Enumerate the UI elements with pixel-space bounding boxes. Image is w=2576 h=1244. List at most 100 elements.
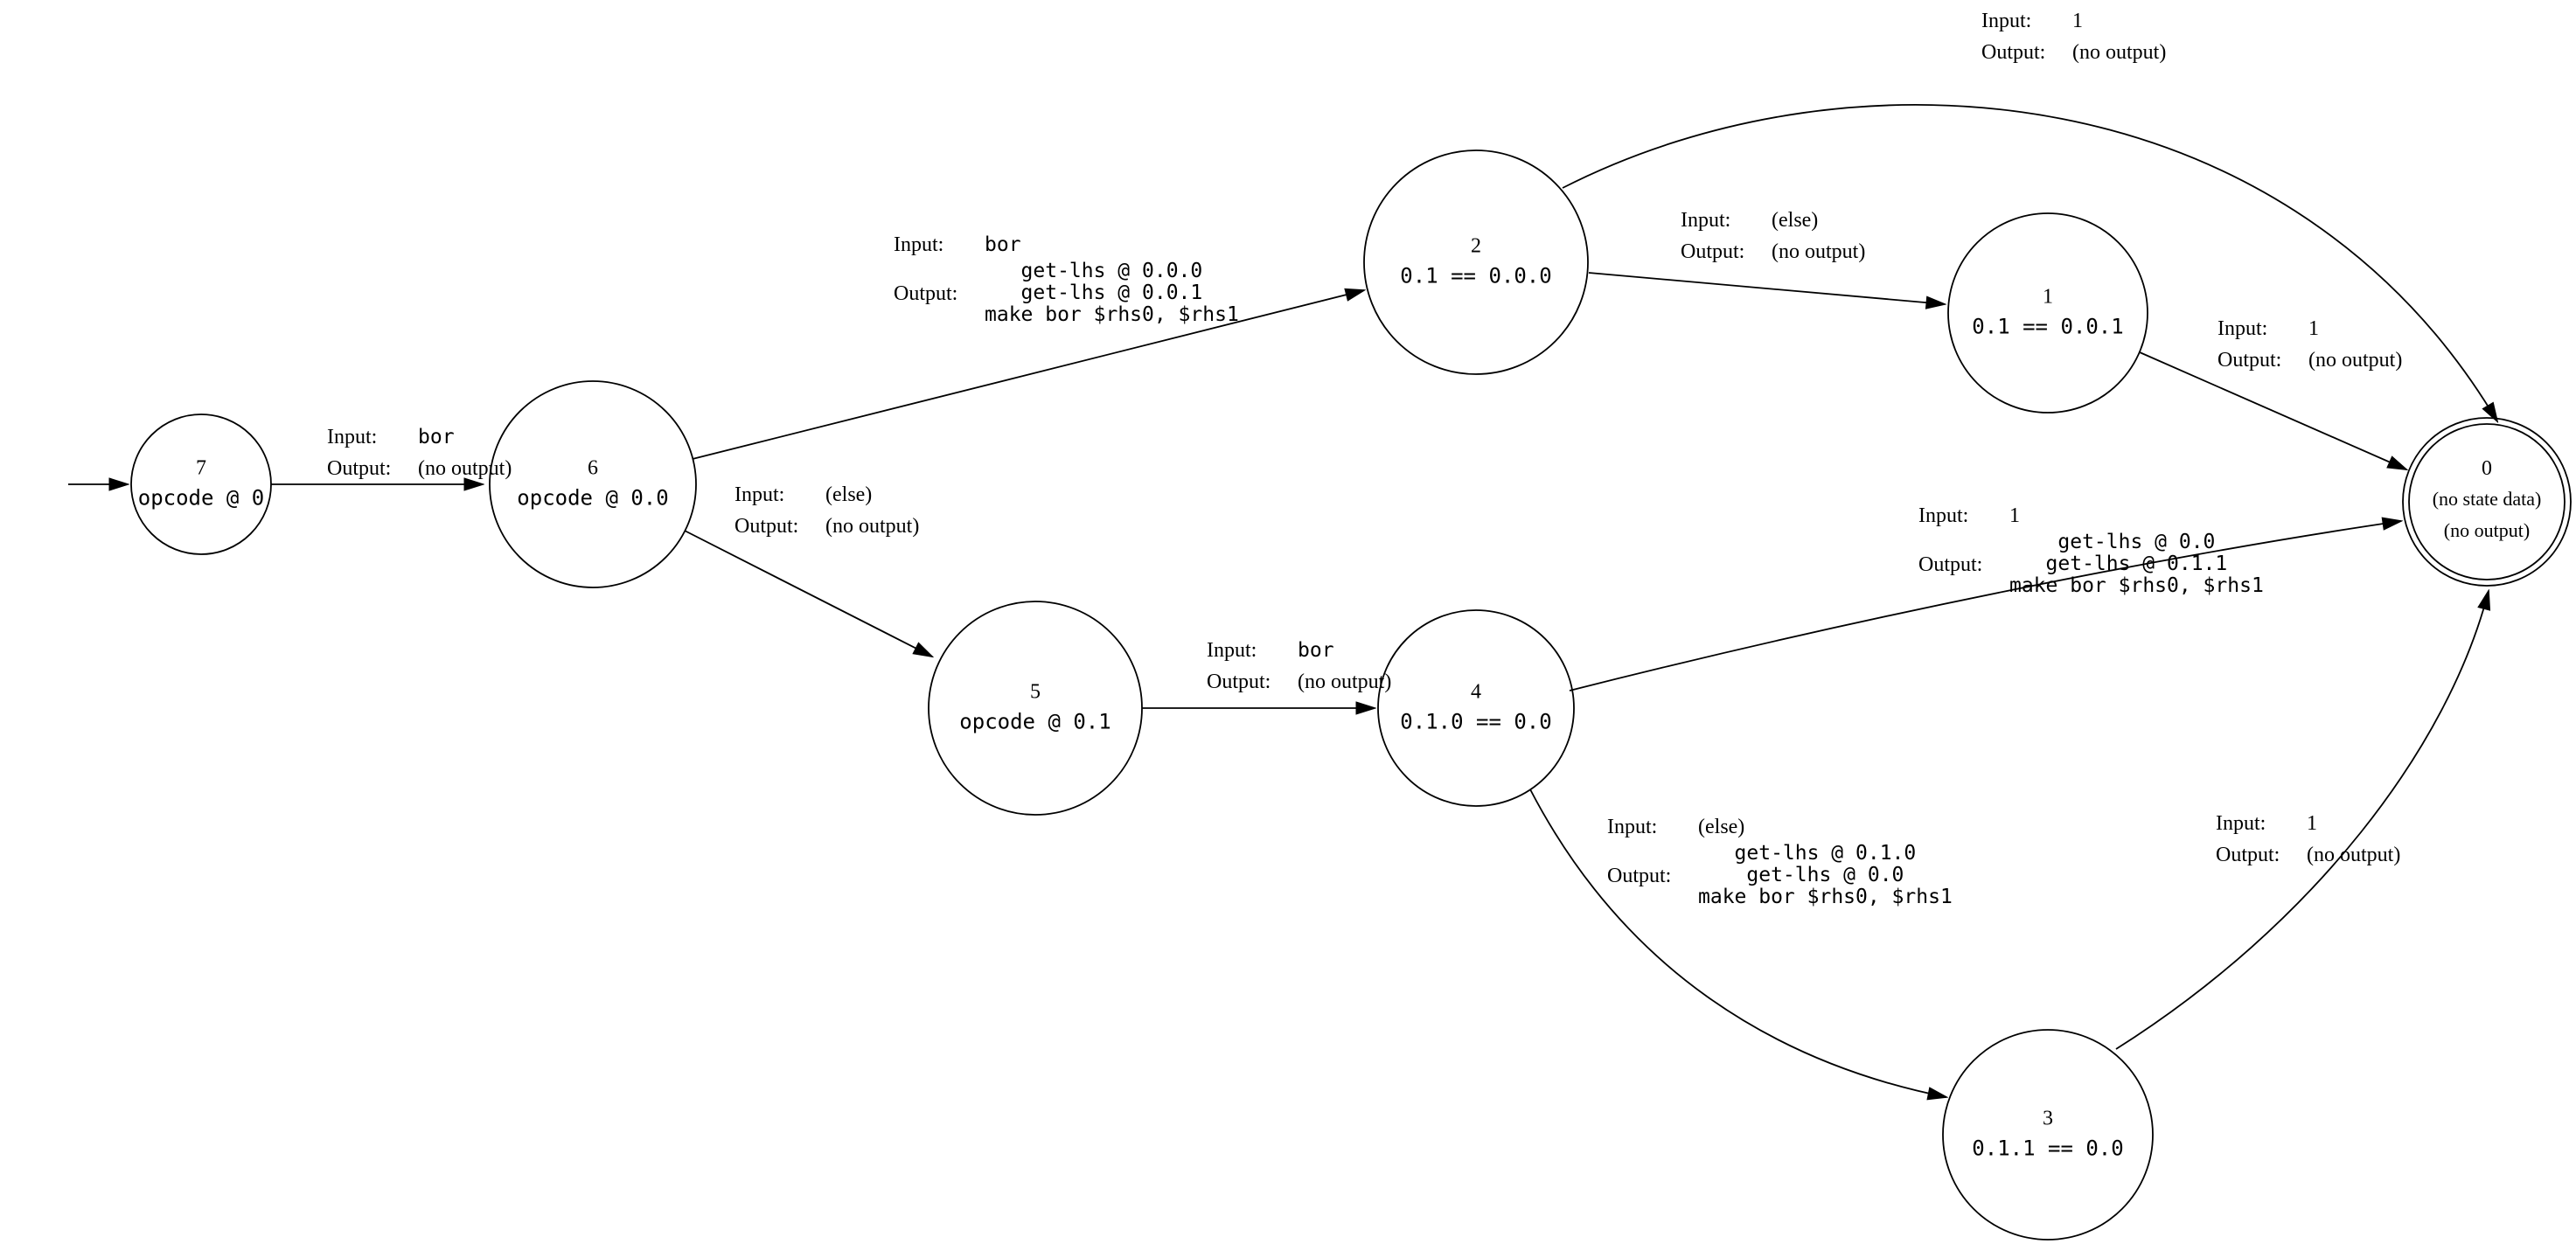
output-line: get-lhs @ 0.0.1 xyxy=(1020,281,1203,304)
output-value: (no output) xyxy=(418,457,512,480)
state-3-label: 0.1.1 == 0.0 xyxy=(1972,1136,2124,1161)
state-6: 6 opcode @ 0.0 xyxy=(517,454,668,513)
state-4: 4 0.1.0 == 0.0 xyxy=(1400,678,1551,737)
output-label: Output: xyxy=(735,515,799,538)
input-value: 1 xyxy=(2307,812,2317,835)
state-5: 5 opcode @ 0.1 xyxy=(959,678,1110,737)
input-value: 1 xyxy=(2009,504,2020,527)
edge-label-6-2: Input: bor Output: get-lhs @ 0.0.0 get-l… xyxy=(894,229,1239,326)
output-line: get-lhs @ 0.1.1 xyxy=(2045,553,2228,575)
input-label: Input: xyxy=(1681,209,1731,232)
input-value: bor xyxy=(985,233,1021,256)
output-values: get-lhs @ 0.1.0 get-lhs @ 0.0 make bor $… xyxy=(1698,843,1953,908)
edge-6-5-input-row: Input: (else) xyxy=(735,479,919,511)
edge-label-5-4: Input: bor Output: (no output) xyxy=(1207,635,1391,698)
edge-1-0 xyxy=(2139,351,2406,469)
edge-6-5-output-row: Output: (no output) xyxy=(735,511,919,542)
edge-1-0-input-row: Input: 1 xyxy=(2217,313,2402,344)
edge-label-3-0: Input: 1 Output: (no output) xyxy=(2216,808,2400,871)
output-value: (no output) xyxy=(1772,240,1866,263)
output-values: get-lhs @ 0.0 get-lhs @ 0.1.1 make bor $… xyxy=(2009,532,2264,597)
state-0-id: 0 xyxy=(2481,456,2492,480)
edge-5-4-input-row: Input: bor xyxy=(1207,635,1391,666)
output-value: (no output) xyxy=(2307,844,2401,866)
edge-label-2-1: Input: (else) Output: (no output) xyxy=(1681,205,1865,268)
input-value: 1 xyxy=(2308,317,2319,340)
state-7-id: 7 xyxy=(196,456,206,480)
edge-label-4-3: Input: (else) Output: get-lhs @ 0.1.0 ge… xyxy=(1607,811,1953,908)
edge-6-2-input-row: Input: bor xyxy=(894,229,1239,261)
state-5-id: 5 xyxy=(1029,680,1041,704)
output-label: Output: xyxy=(1981,41,2046,64)
state-1: 1 0.1 == 0.0.1 xyxy=(1972,282,2123,342)
input-label: Input: xyxy=(2216,812,2266,835)
state-2-circle xyxy=(1363,149,1589,375)
edge-6-2-output-row: Output: get-lhs @ 0.0.0 get-lhs @ 0.0.1 … xyxy=(894,261,1239,326)
output-line: get-lhs @ 0.0 xyxy=(1746,864,1904,886)
state-3-circle xyxy=(1942,1029,2154,1241)
state-1-id: 1 xyxy=(2042,285,2053,309)
output-value: (no output) xyxy=(1298,671,1392,693)
state-5-label: opcode @ 0.1 xyxy=(959,709,1111,734)
state-6-circle xyxy=(489,380,697,588)
output-label: Output: xyxy=(894,281,958,305)
input-label: Input: xyxy=(2217,317,2268,340)
output-values: get-lhs @ 0.0.0 get-lhs @ 0.0.1 make bor… xyxy=(985,261,1239,326)
edge-2-0 xyxy=(1562,104,2497,421)
edge-2-1-output-row: Output: (no output) xyxy=(1681,236,1865,268)
edge-label-1-0: Input: 1 Output: (no output) xyxy=(2217,313,2402,376)
output-value: (no output) xyxy=(825,515,920,538)
output-label: Output: xyxy=(1681,240,1745,263)
output-label: Output: xyxy=(2216,844,2280,866)
state-6-id: 6 xyxy=(587,456,598,480)
output-value: (no output) xyxy=(2072,41,2167,64)
state-4-id: 4 xyxy=(1470,680,1481,704)
edge-label-2-0: Input: 1 Output: (no output) xyxy=(1981,5,2166,68)
edge-5-4-output-row: Output: (no output) xyxy=(1207,666,1391,698)
state-0-line2: (no output) xyxy=(2443,518,2531,541)
edge-7-6-input-row: Input: bor xyxy=(327,421,512,453)
edge-2-0-output-row: Output: (no output) xyxy=(1981,37,2166,68)
input-value: bor xyxy=(1298,639,1334,662)
edge-3-0-input-row: Input: 1 xyxy=(2216,808,2400,839)
input-value: (else) xyxy=(1772,209,1819,232)
state-4-circle xyxy=(1377,609,1575,807)
input-label: Input: xyxy=(1981,10,2032,32)
state-1-circle xyxy=(1947,212,2148,414)
state-0-line1: (no state data) xyxy=(2432,487,2542,510)
input-label: Input: xyxy=(894,233,944,256)
state-0-inner-circle xyxy=(2408,423,2566,580)
output-label: Output: xyxy=(2217,349,2282,372)
state-2-id: 2 xyxy=(1470,234,1481,258)
state-3: 3 0.1.1 == 0.0 xyxy=(1972,1104,2123,1164)
output-line: make bor $rhs0, $rhs1 xyxy=(985,303,1239,326)
input-value: bor xyxy=(418,426,455,448)
edge-4-0-output-row: Output: get-lhs @ 0.0 get-lhs @ 0.1.1 ma… xyxy=(1918,532,2264,597)
output-label: Output: xyxy=(1207,671,1271,693)
edge-1-0-output-row: Output: (no output) xyxy=(2217,344,2402,376)
output-value: (no output) xyxy=(2308,349,2403,372)
edge-3-0-output-row: Output: (no output) xyxy=(2216,839,2400,871)
edge-6-2 xyxy=(692,290,1364,460)
edge-2-0-input-row: Input: 1 xyxy=(1981,5,2166,37)
edge-label-7-6: Input: bor Output: (no output) xyxy=(327,421,512,484)
state-4-label: 0.1.0 == 0.0 xyxy=(1400,709,1552,734)
state-3-id: 3 xyxy=(2042,1107,2053,1130)
edge-4-0 xyxy=(1569,521,2401,691)
input-label: Input: xyxy=(1607,816,1658,838)
output-label: Output: xyxy=(1918,553,1983,576)
input-label: Input: xyxy=(1918,504,1969,527)
output-line: make bor $rhs0, $rhs1 xyxy=(2009,574,2264,597)
edge-label-6-5: Input: (else) Output: (no output) xyxy=(735,479,919,542)
edge-4-3-input-row: Input: (else) xyxy=(1607,811,1953,843)
output-line: make bor $rhs0, $rhs1 xyxy=(1698,886,1953,908)
input-label: Input: xyxy=(735,483,785,506)
edge-label-4-0: Input: 1 Output: get-lhs @ 0.0 get-lhs @… xyxy=(1918,500,2264,597)
state-7: 7 opcode @ 0 xyxy=(138,454,265,513)
output-label: Output: xyxy=(327,457,392,480)
state-2: 2 0.1 == 0.0.0 xyxy=(1400,232,1551,291)
output-line: get-lhs @ 0.0.0 xyxy=(1020,260,1203,282)
edge-4-3 xyxy=(1529,789,1946,1097)
